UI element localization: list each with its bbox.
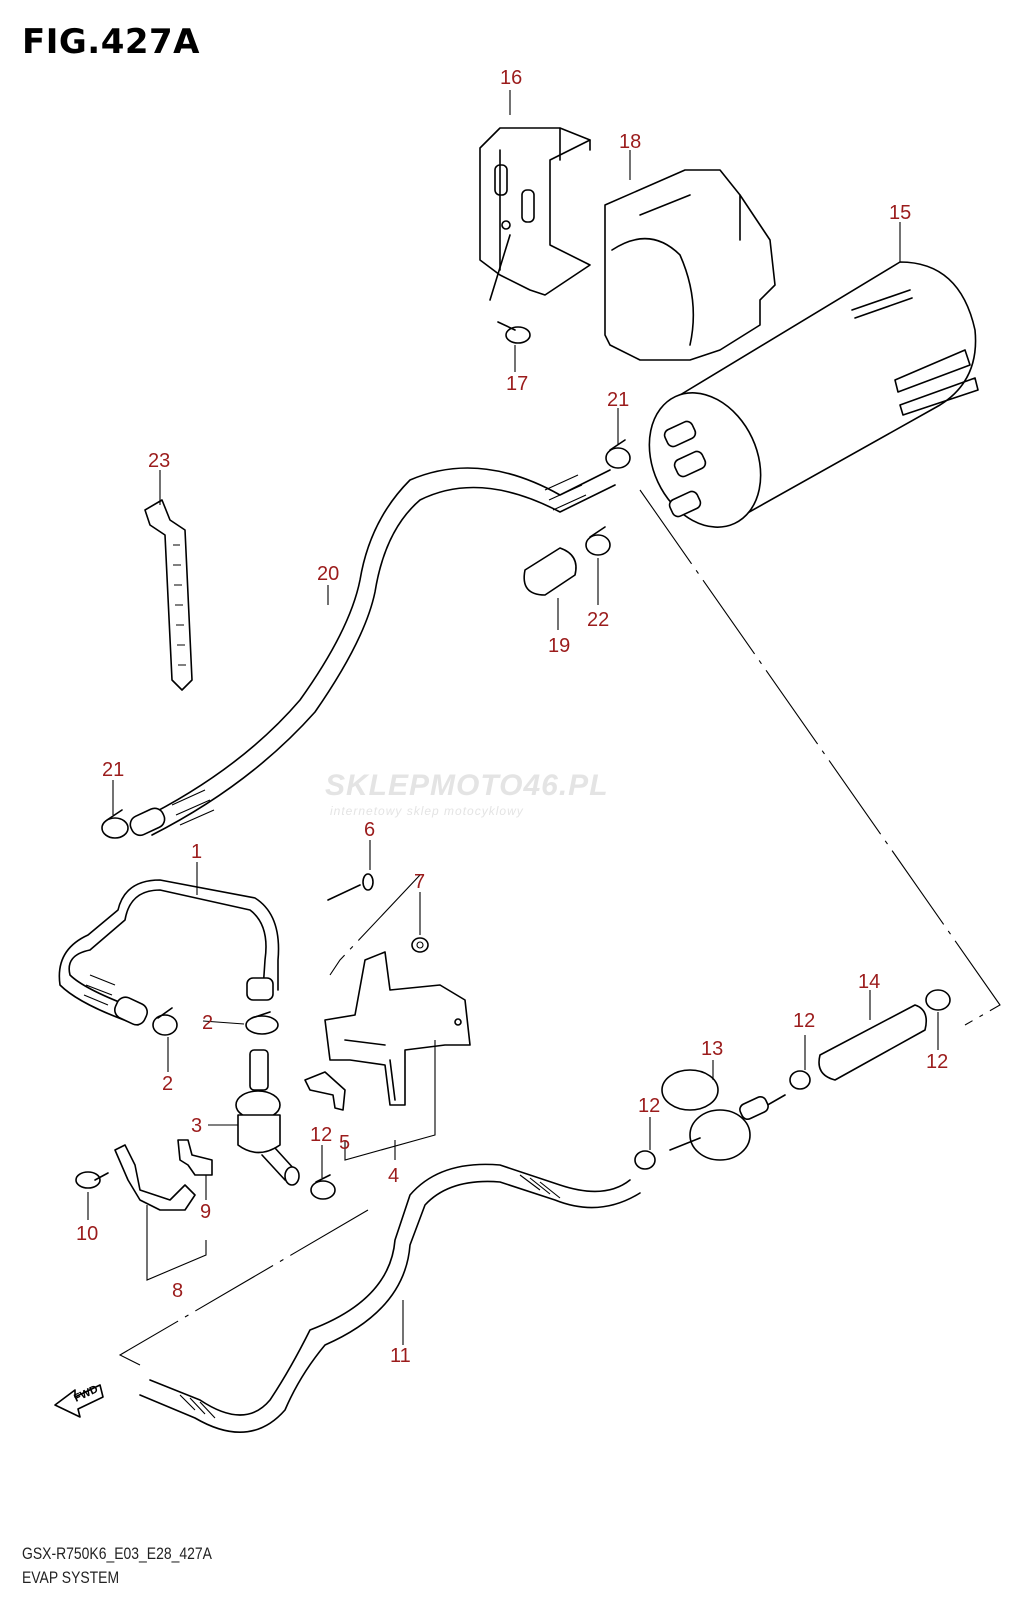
- clamp-12-b: [789, 1070, 811, 1090]
- clamp-12-valve: [310, 1174, 336, 1200]
- callout-12-a: 12: [638, 1095, 660, 1117]
- clamp-8: [114, 1144, 196, 1211]
- callout-22: 22: [587, 609, 609, 631]
- callout-17: 17: [506, 373, 528, 395]
- callout-5: 5: [339, 1132, 350, 1154]
- rivet-6: [327, 873, 374, 901]
- callout-2-right: 2: [202, 1012, 213, 1034]
- callout-21-top: 21: [607, 389, 629, 411]
- clamp-2-left: [152, 1007, 178, 1036]
- clamp-9: [177, 1139, 213, 1176]
- clip-5: [304, 1071, 346, 1111]
- clamp-21-top: [605, 439, 631, 469]
- fwd-arrow: FWD: [54, 1383, 104, 1418]
- clamp-21-bottom: [101, 809, 129, 839]
- clamp-2-right: [245, 1011, 279, 1035]
- figure-title: FIG.427A: [22, 22, 200, 62]
- clamp-12-a: [634, 1150, 656, 1170]
- clamp-22: [585, 526, 611, 556]
- callout-23: 23: [148, 450, 170, 472]
- hose-1: [58, 879, 280, 1026]
- connection-lines: [118, 489, 1001, 1366]
- leader-lines: [87, 90, 939, 1345]
- callout-9: 9: [200, 1201, 211, 1223]
- callout-12-b: 12: [793, 1010, 815, 1032]
- washer-7: [411, 937, 429, 953]
- model-code: GSX-R750K6_E03_E28_427A: [22, 1544, 212, 1563]
- bracket-16: [479, 127, 591, 296]
- hose-11: [139, 1163, 641, 1434]
- callout-6: 6: [364, 819, 375, 841]
- callout-3: 3: [191, 1115, 202, 1137]
- callout-11: 11: [390, 1345, 411, 1367]
- section-name: EVAP SYSTEM: [22, 1568, 120, 1587]
- callout-20: 20: [317, 563, 339, 585]
- callout-12-valve: 12: [310, 1124, 332, 1146]
- callout-numbers: 16 18 15 17 21 23 20 22 19 21 6 1 7 2 2 …: [76, 67, 948, 1367]
- cap-19: [523, 547, 577, 596]
- valve-3: [235, 1049, 300, 1186]
- callout-12-c: 12: [926, 1051, 948, 1073]
- svg-text:internetowy sklep motocyklowy: internetowy sklep motocyklowy: [330, 804, 524, 818]
- canister-15: [648, 261, 979, 528]
- callout-18: 18: [619, 131, 641, 153]
- callout-8: 8: [172, 1280, 183, 1302]
- hose-20: [129, 467, 616, 837]
- valve-13: [661, 1069, 786, 1161]
- watermark: SKLEPMOTO46.PL internetowy sklep motocyk…: [325, 769, 609, 818]
- callout-13: 13: [701, 1038, 723, 1060]
- hose-14: [818, 1004, 928, 1081]
- callout-19: 19: [548, 635, 570, 657]
- clamp-12-c: [925, 989, 951, 1011]
- callout-16: 16: [500, 67, 522, 89]
- callout-15: 15: [889, 202, 911, 224]
- callout-4: 4: [388, 1165, 399, 1187]
- callout-14: 14: [858, 971, 880, 993]
- callout-7: 7: [414, 871, 425, 893]
- callout-1: 1: [191, 841, 202, 863]
- svg-text:SKLEPMOTO46.PL: SKLEPMOTO46.PL: [325, 769, 609, 802]
- callout-2-left: 2: [162, 1073, 173, 1095]
- callout-21-bottom: 21: [102, 759, 124, 781]
- screw-17: [489, 234, 531, 344]
- cover-18: [604, 169, 776, 361]
- strap-23: [144, 499, 193, 691]
- bracket-4: [324, 951, 471, 1106]
- screw-10: [75, 1171, 109, 1189]
- callout-10: 10: [76, 1223, 98, 1245]
